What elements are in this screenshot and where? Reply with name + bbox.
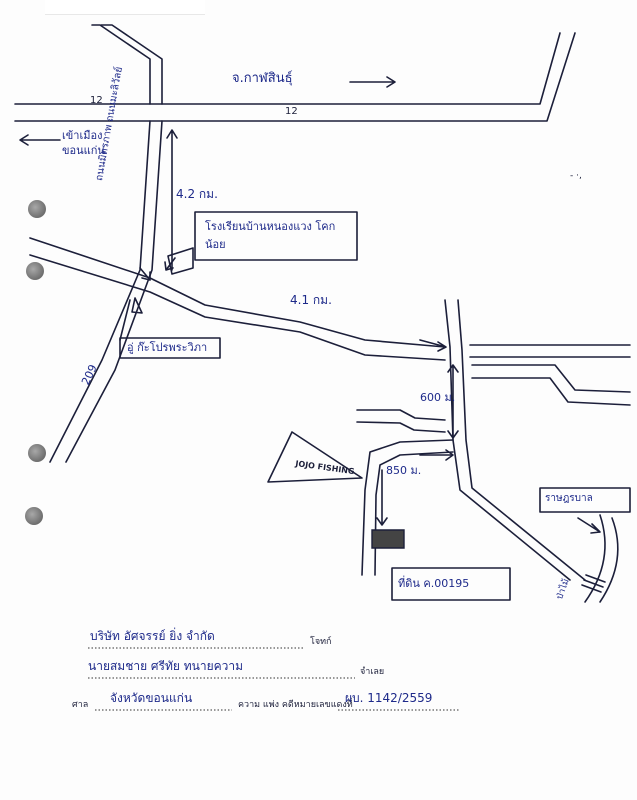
school-label: โรงเรียนบ้านหนองแวง โคกน้อย — [205, 220, 336, 251]
road-209 — [49, 120, 163, 463]
road-right-vertical — [444, 299, 586, 581]
road-curve-bottom-right — [581, 514, 619, 603]
school-callout — [167, 211, 358, 275]
company-suffix: โจทก์ — [310, 637, 332, 647]
landmark-callout — [539, 487, 631, 513]
defendant-suffix: จำเลย — [360, 667, 385, 677]
to-khonkaen-label: เข้าเมือง ขอนแก่น — [62, 129, 105, 157]
plot-label: ที่ดิน ค.00195 — [398, 577, 470, 590]
highway-label-left: 12 — [90, 95, 103, 106]
landmark-label: ราษฎรบาล — [545, 493, 593, 504]
binder-hole — [28, 444, 46, 462]
plot-marker — [371, 529, 511, 601]
highway-label-center: 12 — [285, 106, 298, 117]
highway-12 — [14, 32, 576, 122]
road-north-diagonal — [91, 24, 163, 105]
case-number-value: ผบ. 1142/2559 — [345, 691, 433, 705]
defendant-value: นายสมชาย ศรีทัย ทนายความ — [88, 659, 244, 673]
binder-hole — [28, 200, 46, 218]
company-value: บริษัท อัศจรรย์ ยิ่ง จำกัด — [90, 629, 215, 643]
binder-hole — [25, 507, 43, 525]
distance-850-label: 850 ม. — [386, 464, 422, 477]
stray-mark: - ·, — [570, 171, 582, 181]
road-east-branch — [29, 237, 446, 361]
distance-600-label: 600 ม. — [420, 391, 456, 404]
scan-top-strip — [45, 0, 205, 15]
to-kalasin-label: จ.กาฬสินธุ์ — [232, 71, 293, 86]
court-prefix: ศาล — [72, 700, 89, 710]
temple-label: อู่ ก๊ะโปรพระวิภา — [127, 341, 208, 354]
jojo-pennant — [267, 431, 363, 483]
road-east-right — [469, 344, 631, 406]
form-rules — [88, 647, 460, 711]
arrows — [19, 76, 601, 534]
court-value: จังหวัดขอนแก่น — [110, 691, 193, 705]
road-side-jojo — [356, 409, 454, 576]
distance-4-1-label: 4.1 กม. — [290, 293, 332, 307]
case-prefix: ความ แพ่ง คดีหมายเลขแดงที่ — [238, 700, 353, 710]
temple-callout — [119, 297, 221, 359]
distance-4-2-label: 4.2 กม. — [176, 187, 218, 201]
binder-hole — [26, 262, 44, 280]
